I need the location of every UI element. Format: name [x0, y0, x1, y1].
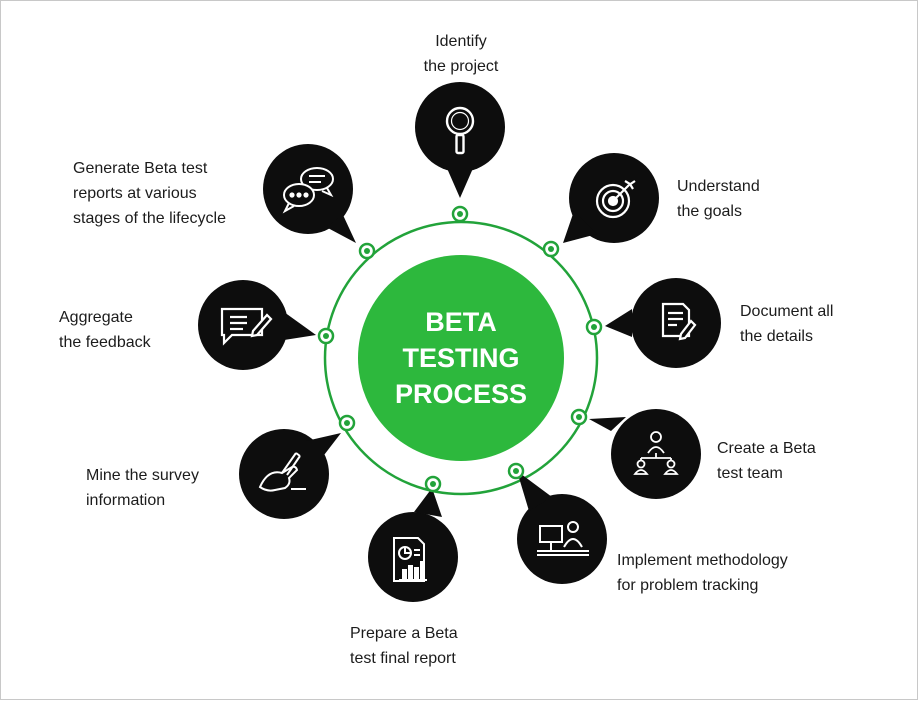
step-bubble-document — [605, 278, 721, 368]
step-label-final-report: Prepare a Beta test final report — [350, 621, 458, 671]
step-bubble-survey — [239, 429, 341, 519]
step-bubble-methodology — [517, 471, 607, 584]
step-label-identify: Identify the project — [409, 29, 513, 79]
step-bubble-team — [589, 409, 701, 499]
ring-node-methodology — [507, 462, 525, 480]
step-bubble-final-report — [368, 488, 458, 602]
computer-user-icon — [537, 521, 589, 556]
team-icon — [633, 431, 679, 475]
ring-node-goals — [542, 240, 560, 258]
step-label-team: Create a Beta test team — [717, 436, 816, 486]
ring-node-document — [585, 318, 603, 336]
step-label-methodology: Implement methodology for problem tracki… — [617, 548, 788, 598]
step-bubble-identify — [415, 82, 505, 198]
step-label-line: Document all — [740, 303, 834, 320]
step-label-line: the details — [740, 328, 813, 345]
chat-bubbles-icon — [282, 167, 334, 214]
ring-node-identify — [451, 205, 469, 223]
center-circle — [358, 255, 564, 461]
step-label-line: Mine the survey — [86, 467, 199, 484]
center-title-line: TESTING — [402, 343, 520, 373]
step-label-line: stages of the lifecycle — [73, 210, 226, 227]
center-title-line: PROCESS — [394, 379, 528, 409]
step-label-line: information — [86, 492, 166, 509]
step-label-line: the goals — [677, 203, 742, 220]
step-label-reports: Generate Beta test reports at various st… — [73, 156, 226, 231]
target-icon — [595, 180, 636, 219]
step-label-document: Document all the details — [740, 299, 833, 349]
ring-node-final-report — [424, 475, 442, 493]
ring-node-reports — [358, 242, 376, 260]
step-label-line: Aggregate — [59, 309, 133, 326]
step-label-line: Identify — [435, 33, 487, 50]
ring-nodes — [317, 205, 603, 493]
step-bubble-reports — [263, 144, 356, 243]
step-label-line: the project — [423, 58, 499, 75]
ring-node-aggregate — [317, 327, 335, 345]
document-edit-icon — [661, 302, 697, 341]
step-label-line: Understand — [677, 178, 760, 195]
report-chart-icon — [393, 537, 427, 582]
step-label-line: for problem tracking — [617, 577, 759, 594]
step-label-line: reports at various — [73, 185, 197, 202]
step-label-line: test final report — [350, 650, 456, 667]
step-label-line: Create a Beta — [717, 440, 816, 457]
ring-node-team — [570, 408, 588, 426]
ring-node-survey — [338, 414, 356, 432]
center-title-line: BETA — [425, 307, 497, 337]
step-label-line: Generate Beta test — [73, 160, 208, 177]
step-label-line: test team — [717, 465, 783, 482]
step-label-line: the feedback — [59, 334, 151, 351]
step-bubble-goals — [563, 153, 659, 243]
feedback-icon — [220, 307, 273, 346]
hand-writing-icon — [258, 452, 306, 492]
center-title: BETA TESTING PROCESS — [358, 255, 564, 461]
step-label-line: Prepare a Beta — [350, 625, 458, 642]
step-label-aggregate: Aggregate the feedback — [59, 305, 151, 355]
step-label-line: Implement methodology — [617, 552, 788, 569]
step-label-goals: Understand the goals — [677, 174, 760, 224]
step-bubble-aggregate — [198, 280, 316, 370]
magnifier-icon — [445, 106, 475, 155]
step-label-survey: Mine the survey information — [86, 463, 199, 513]
